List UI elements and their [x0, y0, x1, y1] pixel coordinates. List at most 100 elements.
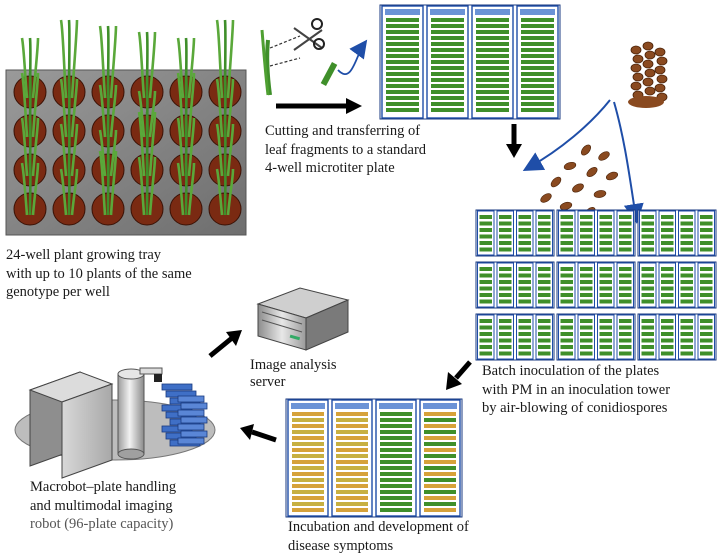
leaf-fragment — [538, 234, 551, 239]
leaf-fragment — [680, 241, 693, 245]
leaf-fragment — [599, 273, 612, 278]
leaf-fragment — [431, 48, 464, 52]
leaf-fragment — [386, 48, 419, 52]
caption-inoculation-line: Batch inoculation of the plates — [482, 363, 660, 379]
leaf-fragment — [641, 299, 654, 304]
spore — [654, 83, 666, 93]
leaf-fragment — [538, 332, 551, 336]
leaf-fragment — [599, 319, 612, 323]
leaf-fragment — [599, 267, 612, 271]
leaf-fragment — [619, 267, 632, 271]
leaf-fragment — [476, 78, 509, 82]
leaf-fragment — [499, 319, 512, 323]
leaf-fragment — [619, 319, 632, 323]
plant-leaf — [137, 90, 146, 138]
plant-leaf — [215, 168, 224, 216]
leaf-fragment — [580, 247, 593, 252]
plate-well-cap — [475, 9, 510, 15]
leaf-fragment — [641, 228, 654, 232]
leaf-fragment — [560, 299, 573, 304]
plant-leaf — [109, 150, 118, 216]
leaf-fragment — [476, 60, 509, 64]
plant-leaf — [31, 37, 40, 99]
spore — [642, 77, 654, 87]
leaf-fragment — [680, 325, 693, 330]
spore — [581, 144, 591, 156]
leaf-fragment — [700, 293, 713, 297]
leaf-fragment — [336, 454, 368, 458]
leaf-fragment — [431, 30, 464, 34]
leaf-fragment — [518, 267, 531, 271]
leaf-fragment — [336, 496, 368, 500]
leaf-fragment — [479, 325, 492, 330]
leaf-fragment — [336, 460, 368, 464]
leaf-fragment — [380, 490, 412, 494]
leaf-fragment — [661, 280, 674, 284]
plant-leaf — [187, 37, 196, 99]
leaf-fragment — [641, 221, 654, 226]
plant-leaf — [109, 129, 118, 177]
caption-robot-line: and multimodal imaging — [30, 497, 173, 514]
leaf-fragment — [680, 221, 693, 226]
leaf-fragment — [521, 78, 554, 82]
stacked-plate — [177, 395, 205, 403]
leaf-fragment — [680, 228, 693, 232]
leaf-fragment — [380, 496, 412, 500]
leaf-fragment — [619, 338, 632, 343]
leaf-fragment — [380, 430, 412, 434]
leaf-fragment — [431, 54, 464, 58]
leaf-fragment — [580, 267, 593, 271]
leaf-fragment — [599, 286, 612, 291]
leaf-fragment — [292, 490, 324, 494]
leaf-fragment — [518, 286, 531, 291]
plant-leaf — [148, 156, 157, 216]
leaf-fragment — [292, 478, 324, 482]
leaf-fragment — [641, 273, 654, 278]
plant-leaf — [98, 25, 107, 99]
leaf-fragment — [499, 299, 512, 304]
caption-incubation: Incubation and development of disease sy… — [288, 518, 469, 555]
leaf-fragment — [599, 293, 612, 297]
plant-leaf — [148, 111, 157, 177]
leaf-fragment — [599, 247, 612, 252]
leaf-fragment — [336, 502, 368, 506]
stacked-plate — [177, 409, 205, 417]
leaf-fragment — [380, 508, 412, 512]
caption-robot-line: robot (96-plate capacity) — [30, 516, 174, 532]
leaf-fragment — [599, 338, 612, 343]
leaf-fragment — [431, 66, 464, 70]
leaf-fragment — [380, 460, 412, 464]
leaf-fragment — [700, 241, 713, 245]
plant-leaf — [215, 78, 224, 138]
plant-leaf — [98, 84, 107, 138]
leaf-fragment — [499, 351, 512, 356]
caption-tray-line: with up to 10 plants of the same — [6, 265, 192, 282]
leaf-fragment — [380, 484, 412, 488]
spore — [632, 54, 644, 64]
leaf-fragment — [680, 299, 693, 304]
leaf-fragment — [641, 234, 654, 239]
leaf-fragment — [518, 338, 531, 343]
leaf-fragment — [641, 325, 654, 330]
leaf-fragment — [518, 273, 531, 278]
leaf-fragment — [386, 42, 419, 46]
leaf-fragment — [292, 496, 324, 500]
caption-server-line: server — [250, 374, 286, 390]
leaf-fragment — [599, 351, 612, 356]
leaf-fragment — [479, 332, 492, 336]
leaf-fragment — [380, 412, 412, 416]
leaf-fragment — [336, 484, 368, 488]
leaf-fragment — [476, 24, 509, 28]
leaf-fragment — [386, 36, 419, 40]
plant-leaf — [148, 90, 157, 138]
leaf-fragment — [700, 332, 713, 336]
leaf-fragment — [386, 30, 419, 34]
spore — [644, 86, 656, 96]
spore — [630, 45, 642, 55]
plant-leaf — [70, 168, 79, 216]
leaf-fragment — [292, 472, 324, 476]
leaf-fragment — [700, 273, 713, 278]
leaf-fragment — [700, 286, 713, 291]
leaf-fragment — [479, 299, 492, 304]
leaf-fragment — [499, 273, 512, 278]
